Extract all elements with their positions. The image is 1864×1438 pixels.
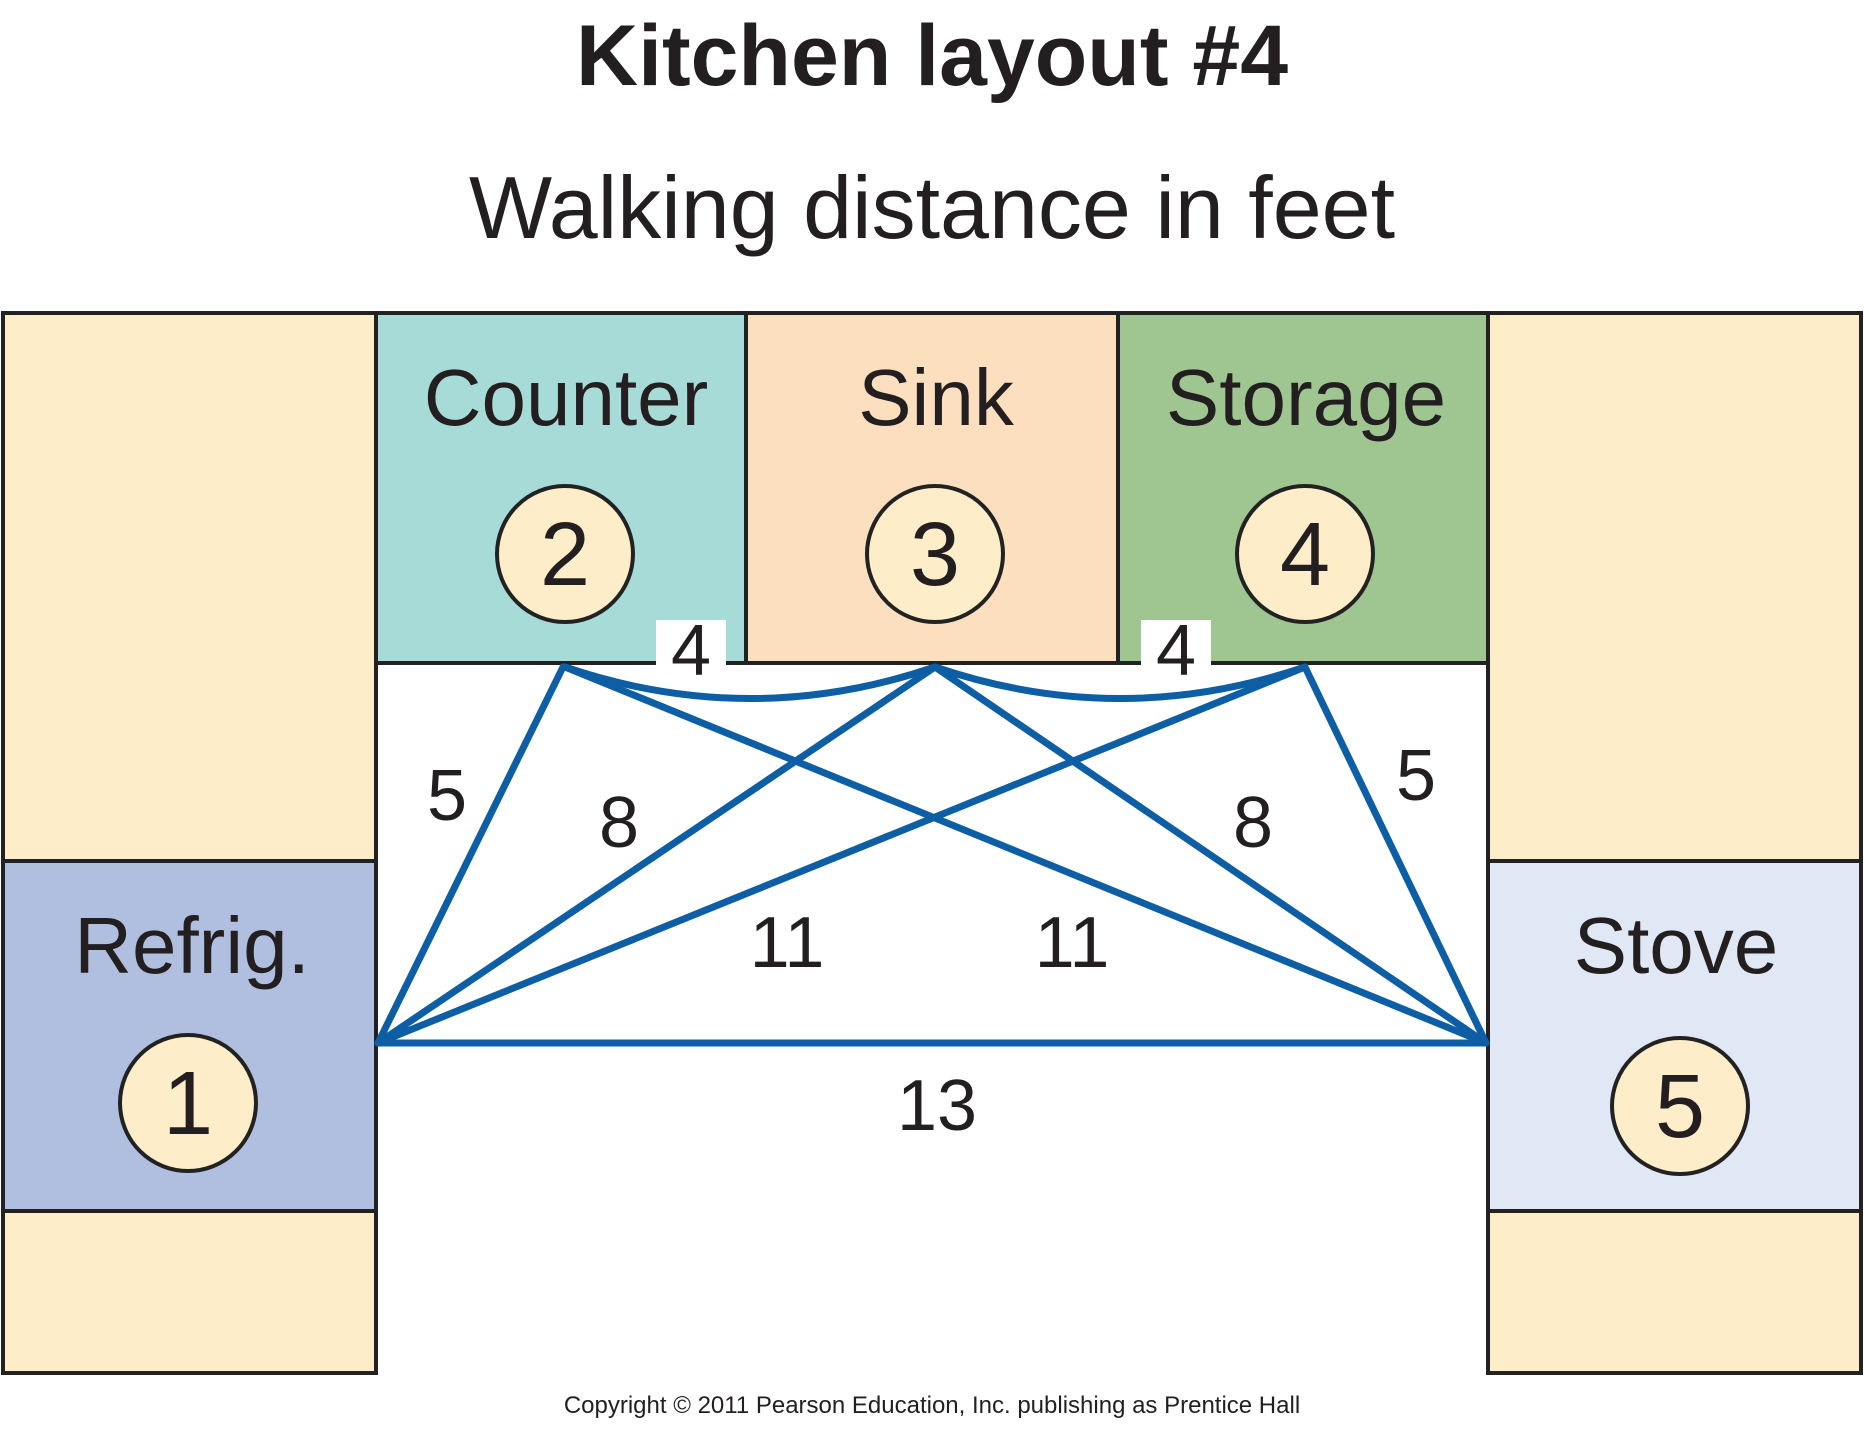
diagram-subtitle: Walking distance in feet — [469, 158, 1395, 257]
station-marker-2: 2 — [495, 484, 635, 624]
station-marker-5: 5 — [1610, 1036, 1750, 1176]
distance-refrig-sink: 8 — [599, 783, 639, 863]
copyright-notice: Copyright © 2011 Pearson Education, Inc.… — [564, 1392, 1300, 1419]
refrig-label: Refrig. — [74, 901, 310, 990]
station-circle — [1235, 484, 1375, 624]
cabinet-right-upper — [1486, 311, 1863, 863]
distance-refrig-counter: 5 — [427, 756, 467, 836]
station-number: 3 — [910, 505, 960, 605]
station-circle — [495, 484, 635, 624]
station-marker-4: 4 — [1235, 484, 1375, 624]
sink-label: Sink — [858, 353, 1015, 442]
storage-label: Storage — [1166, 353, 1446, 442]
station-marker-1: 1 — [118, 1033, 258, 1173]
walking-paths — [374, 663, 1490, 1047]
distance-storage-stove: 5 — [1396, 736, 1436, 816]
label-knockout — [656, 620, 726, 680]
cabinet-left-upper — [1, 311, 378, 863]
station-marker-3: 3 — [865, 484, 1005, 624]
path-counter-sink — [561, 663, 939, 702]
station-number: 4 — [1280, 505, 1330, 605]
path-storage-stove — [1301, 663, 1490, 1047]
station-circle — [1610, 1036, 1750, 1176]
path-sink-stove — [931, 663, 1490, 1047]
station-circle — [865, 484, 1005, 624]
cabinet-left-lower — [1, 1209, 378, 1375]
path-counter-stove — [561, 663, 1490, 1047]
distance-refrig-stove: 13 — [897, 1066, 977, 1146]
station-number: 2 — [540, 505, 590, 605]
path-refrig-sink — [374, 663, 939, 1047]
path-refrig-storage — [374, 663, 1309, 1047]
label-knockout — [1141, 620, 1211, 680]
distance-refrig-storage: 11 — [750, 903, 825, 983]
stove-label: Stove — [1574, 901, 1779, 990]
path-sink-storage — [931, 663, 1309, 702]
diagram-title: Kitchen layout #4 — [576, 8, 1288, 104]
path-refrig-counter — [374, 663, 567, 1047]
distance-sink-storage: 4 — [1156, 611, 1196, 691]
distance-sink-stove: 8 — [1233, 783, 1273, 863]
station-number: 1 — [163, 1054, 213, 1154]
station-number: 5 — [1655, 1057, 1705, 1157]
station-circle — [118, 1033, 258, 1173]
counter-label: Counter — [424, 353, 709, 442]
cabinet-right-lower — [1486, 1209, 1863, 1375]
distance-counter-stove: 11 — [1035, 903, 1110, 983]
distance-counter-sink: 4 — [671, 611, 711, 691]
